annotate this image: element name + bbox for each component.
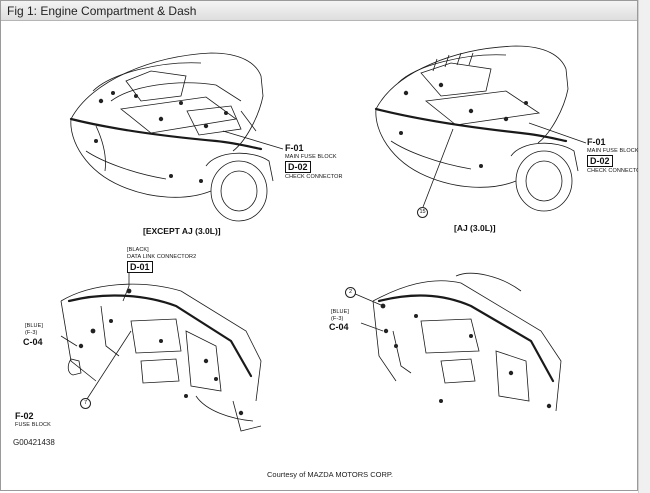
courtesy-credit: Courtesy of MAZDA MOTORS CORP. [267, 470, 394, 479]
caption-aj: [AJ (3.0L)] [454, 223, 496, 233]
c04-sub-right: (F-3) [331, 316, 344, 322]
c04-code-left: C-04 [23, 337, 43, 347]
callout-15: 15 [417, 207, 428, 218]
figure-title: Fig 1: Engine Compartment & Dash [1, 1, 637, 21]
d01-color-label: [BLACK] [127, 247, 149, 253]
dash-drawing-right [352, 272, 562, 412]
callout-7: 7 [80, 398, 91, 409]
engine-compartment-drawing-left [69, 52, 284, 222]
vertical-scrollbar[interactable] [638, 0, 650, 493]
d01-label: DATA LINK CONNECTOR2 [127, 254, 197, 260]
callout-2: 2 [345, 287, 356, 298]
f01-label-left: MAIN FUSE BLOCK [285, 154, 337, 160]
f02-label: FUSE BLOCK [15, 422, 51, 428]
f01-label-right: MAIN FUSE BLOCK [587, 148, 639, 154]
d02-label-left: CHECK CONNECTOR [285, 174, 343, 180]
d02-code-right: D-02 [587, 155, 613, 167]
figure-id: G00421438 [13, 438, 55, 447]
c04-color-right: [BLUE] [331, 309, 350, 315]
f01-code-left: F-01 [285, 143, 304, 153]
caption-except-aj: [EXCEPT AJ (3.0L)] [143, 226, 221, 236]
c04-sub-left: (F-3) [25, 330, 38, 336]
d02-label-right: CHECK CONNECTOR [587, 168, 645, 174]
d02-code-left: D-02 [285, 161, 311, 173]
f01-code-right: F-01 [587, 137, 606, 147]
dash-drawing-left [60, 273, 262, 432]
wiring-diagram-drawing [60, 45, 587, 432]
f02-code: F-02 [15, 411, 34, 421]
c04-code-right: C-04 [329, 322, 349, 332]
d01-code: D-01 [127, 261, 153, 273]
c04-color-left: [BLUE] [25, 323, 44, 329]
engine-compartment-drawing-right [374, 45, 587, 212]
